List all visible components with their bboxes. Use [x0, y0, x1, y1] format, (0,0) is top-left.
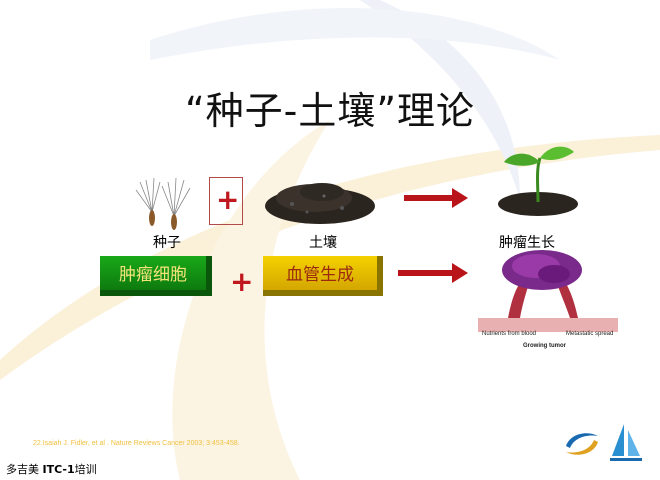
caption-metastatic: Metastatic spread — [566, 331, 614, 337]
footer-text: 多吉美 ITC-1培训 — [6, 461, 97, 477]
company-logo — [566, 433, 598, 455]
slide-title: “种子-土壤”理论 — [184, 89, 476, 133]
footer-suffix: 培训 — [74, 463, 97, 476]
sprout-illustration — [498, 146, 578, 216]
label-tumor-growth: 肿瘤生长 — [499, 235, 555, 251]
citation: 22.Isaiah J. Fidler, et al . Nature Revi… — [33, 440, 240, 447]
plus-sign-top: + — [216, 183, 240, 216]
seed-illustration — [135, 177, 191, 230]
soil-illustration — [265, 183, 375, 224]
sail-logo — [610, 424, 642, 461]
footer-name: 多吉美 — [6, 463, 43, 476]
footer-code: ITC-1 — [42, 463, 75, 476]
arrow-top — [404, 188, 468, 208]
label-seed: 种子 — [153, 235, 181, 251]
plus-frame — [209, 177, 243, 225]
arrow-bottom — [398, 263, 468, 283]
caption-nutrients: Nutrients from blood — [482, 331, 537, 337]
tumor-illustration — [478, 250, 618, 332]
caption-growing-tumor: Growing tumor — [523, 343, 566, 349]
label-soil: 土壤 — [309, 235, 337, 251]
tumor-cells-box: 肿瘤细胞 — [100, 256, 212, 296]
plus-sign-bottom: + — [230, 265, 254, 298]
angiogenesis-box: 血管生成 — [263, 256, 383, 296]
